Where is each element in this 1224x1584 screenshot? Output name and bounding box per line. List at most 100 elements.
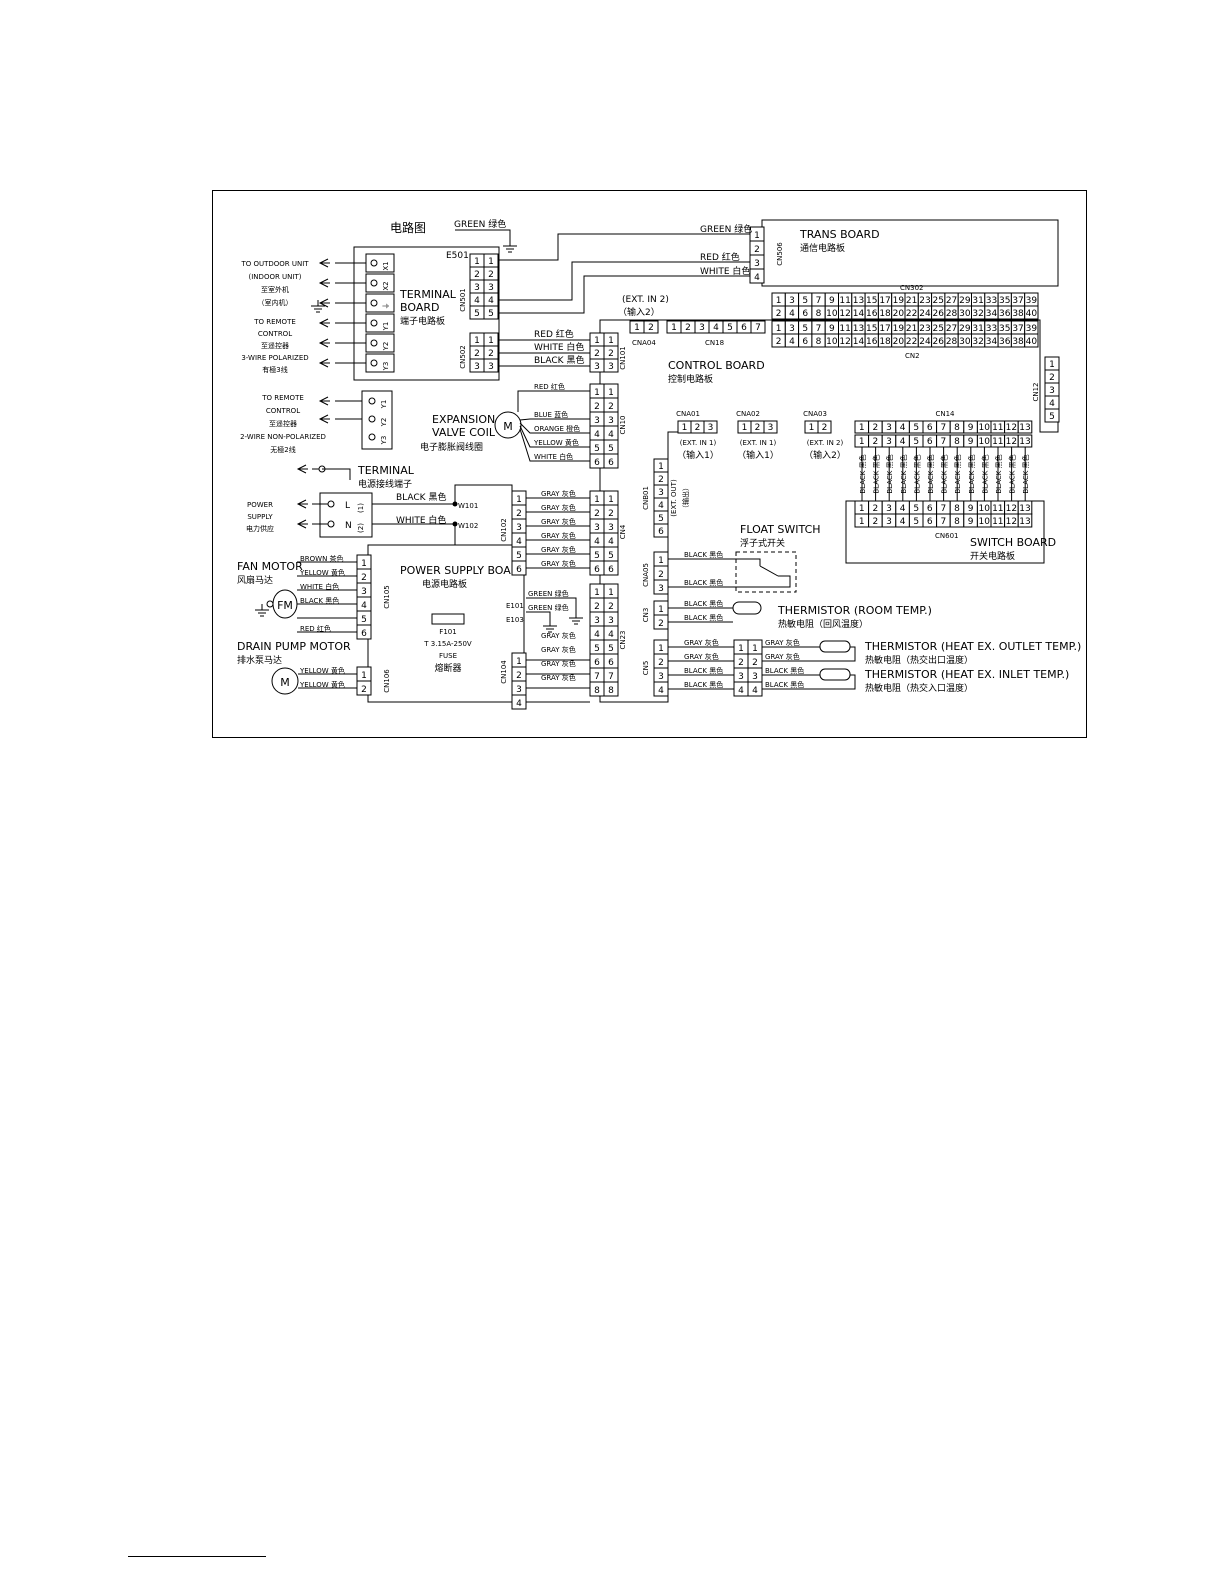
cn18-pin: 7 (755, 323, 761, 333)
cn14-pin: 8 (954, 437, 960, 447)
cn10-name: CN10 (619, 415, 627, 434)
cn105-pin: 6 (361, 629, 367, 639)
cn2-pin: 11 (839, 324, 850, 334)
cn102-pin: 3 (516, 523, 522, 533)
remote2-pin-label: Y3 (380, 436, 388, 446)
cn14-pin: 8 (954, 423, 960, 433)
cn302-pin: 13 (853, 296, 864, 306)
cn5b-pin: 1 (738, 644, 744, 654)
fuse-name: F101 (439, 628, 456, 636)
cn302-pin: 26 (933, 309, 945, 319)
expansion-title-cn: 电子膨胀阀线圈 (420, 441, 483, 453)
cn2-pin: 36 (999, 337, 1011, 347)
cn23-pin: 4 (608, 630, 614, 640)
terminal-screw-icon (368, 415, 376, 423)
cn302-pin: 21 (906, 296, 917, 306)
cn101-pin: 3 (594, 362, 600, 372)
cn302-pin: 15 (866, 296, 877, 306)
cn14-pin: 1 (859, 423, 865, 433)
cn4-pin: 5 (594, 551, 600, 561)
cn601-pin: 3 (886, 504, 892, 514)
terminal-label-cn: 电源接线端子 (358, 478, 412, 490)
cn501-pin: 5 (488, 309, 494, 319)
cn502-pin: 1 (488, 336, 494, 346)
power-label: SUPPLY (247, 513, 273, 521)
terminal-label: TERMINAL (357, 464, 415, 477)
cn601-pin: 10 (978, 517, 990, 527)
cn18-pin: 1 (671, 323, 677, 333)
cn18-cell (750, 320, 766, 334)
cn10-wire-label: RED 红色 (534, 382, 565, 391)
cn4-pin: 6 (608, 565, 614, 575)
cn14-pin: 12 (1006, 423, 1017, 433)
cn501-name: CN501 (459, 288, 467, 312)
cn4-wire-label: GRAY 灰色 (541, 517, 576, 526)
cn302-pin: 24 (919, 309, 931, 319)
cn302-pin: 30 (959, 309, 971, 319)
remote2-label: 无極2线 (270, 445, 295, 454)
remote2-label: 至遥控器 (269, 419, 297, 428)
cn106-name: CN106 (383, 669, 391, 693)
cn2-pin: 13 (853, 324, 864, 334)
wire (498, 275, 750, 314)
thermistor-inlet-title-cn: 热敏电阻（热交入口温度） (865, 682, 973, 694)
terminal-board-title: TERMINAL (399, 288, 457, 301)
cna03-pin: 2 (822, 423, 828, 433)
cn601-cell (1017, 513, 1033, 528)
cn2-pin: 23 (919, 324, 930, 334)
cn502-pin: 3 (474, 362, 480, 372)
cn14-wire-label: BLACK 黑色 (940, 454, 949, 493)
cn14-pin: 3 (886, 437, 892, 447)
footer-rule (128, 1556, 266, 1557)
diagram-title: 电路图 (390, 220, 426, 235)
cn101-cell (603, 358, 619, 373)
cn104-name: CN104 (500, 660, 508, 684)
terminal-screw-icon (370, 359, 378, 367)
cnb01-pin: 6 (658, 527, 664, 537)
cn5b-wire-label: GRAY 灰色 (765, 638, 800, 647)
cn14-pin: 3 (886, 423, 892, 433)
drain-pump-label-cn: 排水泵马达 (237, 654, 282, 666)
cn104-wire-label: GRAY 灰色 (541, 659, 576, 668)
wiring-diagram-frame (212, 190, 1087, 738)
cn10-pin: 5 (594, 444, 600, 454)
cn501-pin: 3 (488, 283, 494, 293)
cna01-name: CNA01 (676, 410, 700, 418)
expansion-title: EXPANSION (432, 413, 495, 426)
cn12-pin: 5 (1049, 412, 1055, 422)
cn601-pin: 10 (978, 504, 990, 514)
cn14-pin: 11 (992, 437, 1003, 447)
cn502-pin: 3 (488, 362, 494, 372)
wire (322, 468, 351, 480)
cn14-pin: 1 (859, 437, 865, 447)
wire (526, 611, 551, 620)
wire (498, 233, 750, 261)
cn601-pin: 13 (1019, 517, 1030, 527)
cn501-pin: 4 (488, 296, 494, 306)
cn23-pin: 3 (594, 616, 600, 626)
cn4-cell (603, 560, 619, 576)
cn14-name: CN14 (935, 410, 955, 418)
cn18-pin: 2 (685, 323, 691, 333)
cn601-pin: 5 (913, 504, 919, 514)
cn101-name: CN101 (619, 346, 627, 370)
cn302-pin: 33 (986, 296, 997, 306)
cn501-pin: 3 (474, 283, 480, 293)
cn302-pin: 38 (1012, 309, 1024, 319)
cn14-pin: 4 (900, 437, 906, 447)
cn302-pin: 29 (959, 296, 971, 306)
cn18-pin: 3 (699, 323, 705, 333)
cn14-pin: 12 (1006, 437, 1017, 447)
switch-board-title-cn: 开关电路板 (970, 550, 1015, 562)
cn302-pin: 36 (999, 309, 1011, 319)
cn14-wire-label: BLACK 黑色 (912, 454, 921, 493)
cn104-wire-label: GRAY 灰色 (541, 645, 576, 654)
cn14-pin: 13 (1019, 437, 1030, 447)
cn4-pin: 1 (608, 495, 614, 505)
wire (498, 261, 750, 301)
remote3-label: 3-WIRE POLARIZED (241, 354, 308, 362)
cna03-cell (817, 420, 832, 434)
power-board-title: POWER SUPPLY BOARD (400, 564, 527, 577)
cn501-pin: 5 (474, 309, 480, 319)
